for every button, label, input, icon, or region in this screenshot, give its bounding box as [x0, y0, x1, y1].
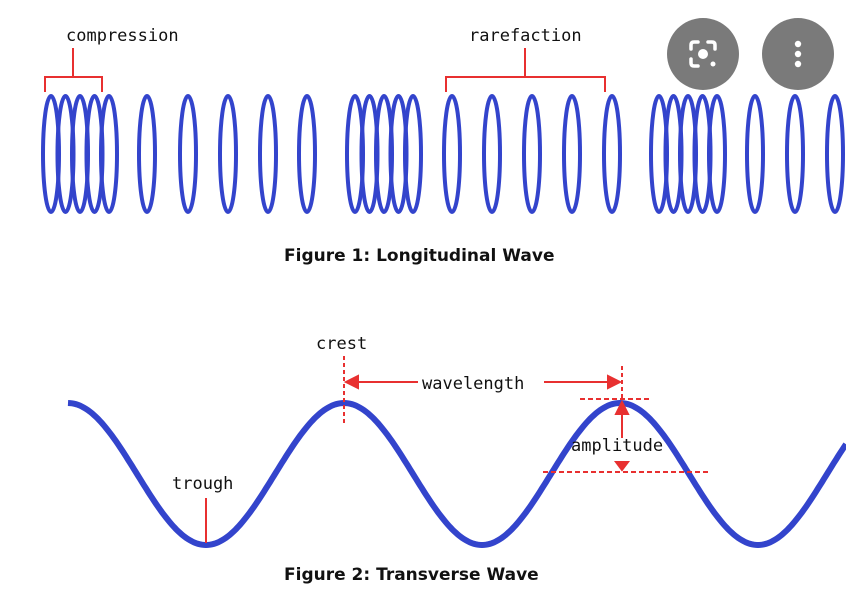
- figure2-caption: Figure 2: Transverse Wave: [284, 565, 539, 585]
- figure1-caption: Figure 1: Longitudinal Wave: [284, 246, 554, 266]
- coil-loop: [137, 94, 157, 214]
- wavelength-arrow: [343, 374, 623, 390]
- visual-search-button[interactable]: [667, 18, 739, 90]
- crest-label: crest: [316, 334, 367, 354]
- rarefaction-bracket: [445, 48, 606, 92]
- coil-loop: [825, 94, 845, 214]
- coil-loop: [442, 94, 462, 214]
- amplitude-marker: [543, 398, 710, 473]
- coil-loop: [785, 94, 805, 214]
- trough-label: trough: [172, 474, 233, 494]
- wavelength-label: wavelength: [422, 374, 524, 394]
- coil-loop: [482, 94, 502, 214]
- coil-loop: [522, 94, 542, 214]
- longitudinal-wave-coils: [41, 94, 845, 214]
- visual-search-icon: [689, 40, 717, 68]
- coil-loop: [745, 94, 765, 214]
- amplitude-label: amplitude: [571, 436, 663, 456]
- coil-loop: [178, 94, 198, 214]
- more-vertical-icon: [794, 40, 802, 68]
- compression-label: compression: [66, 26, 179, 46]
- coil-loop: [258, 94, 278, 214]
- more-options-button[interactable]: [762, 18, 834, 90]
- coil-loop: [602, 94, 622, 214]
- coil-loop: [218, 94, 238, 214]
- compression-bracket: [44, 48, 103, 92]
- rarefaction-label: rarefaction: [469, 26, 582, 46]
- transverse-wave-line: [67, 399, 846, 549]
- coil-loop: [562, 94, 582, 214]
- coil-loop: [403, 94, 423, 214]
- coil-loop: [707, 94, 727, 214]
- coil-loop: [297, 94, 317, 214]
- coil-loop: [99, 94, 119, 214]
